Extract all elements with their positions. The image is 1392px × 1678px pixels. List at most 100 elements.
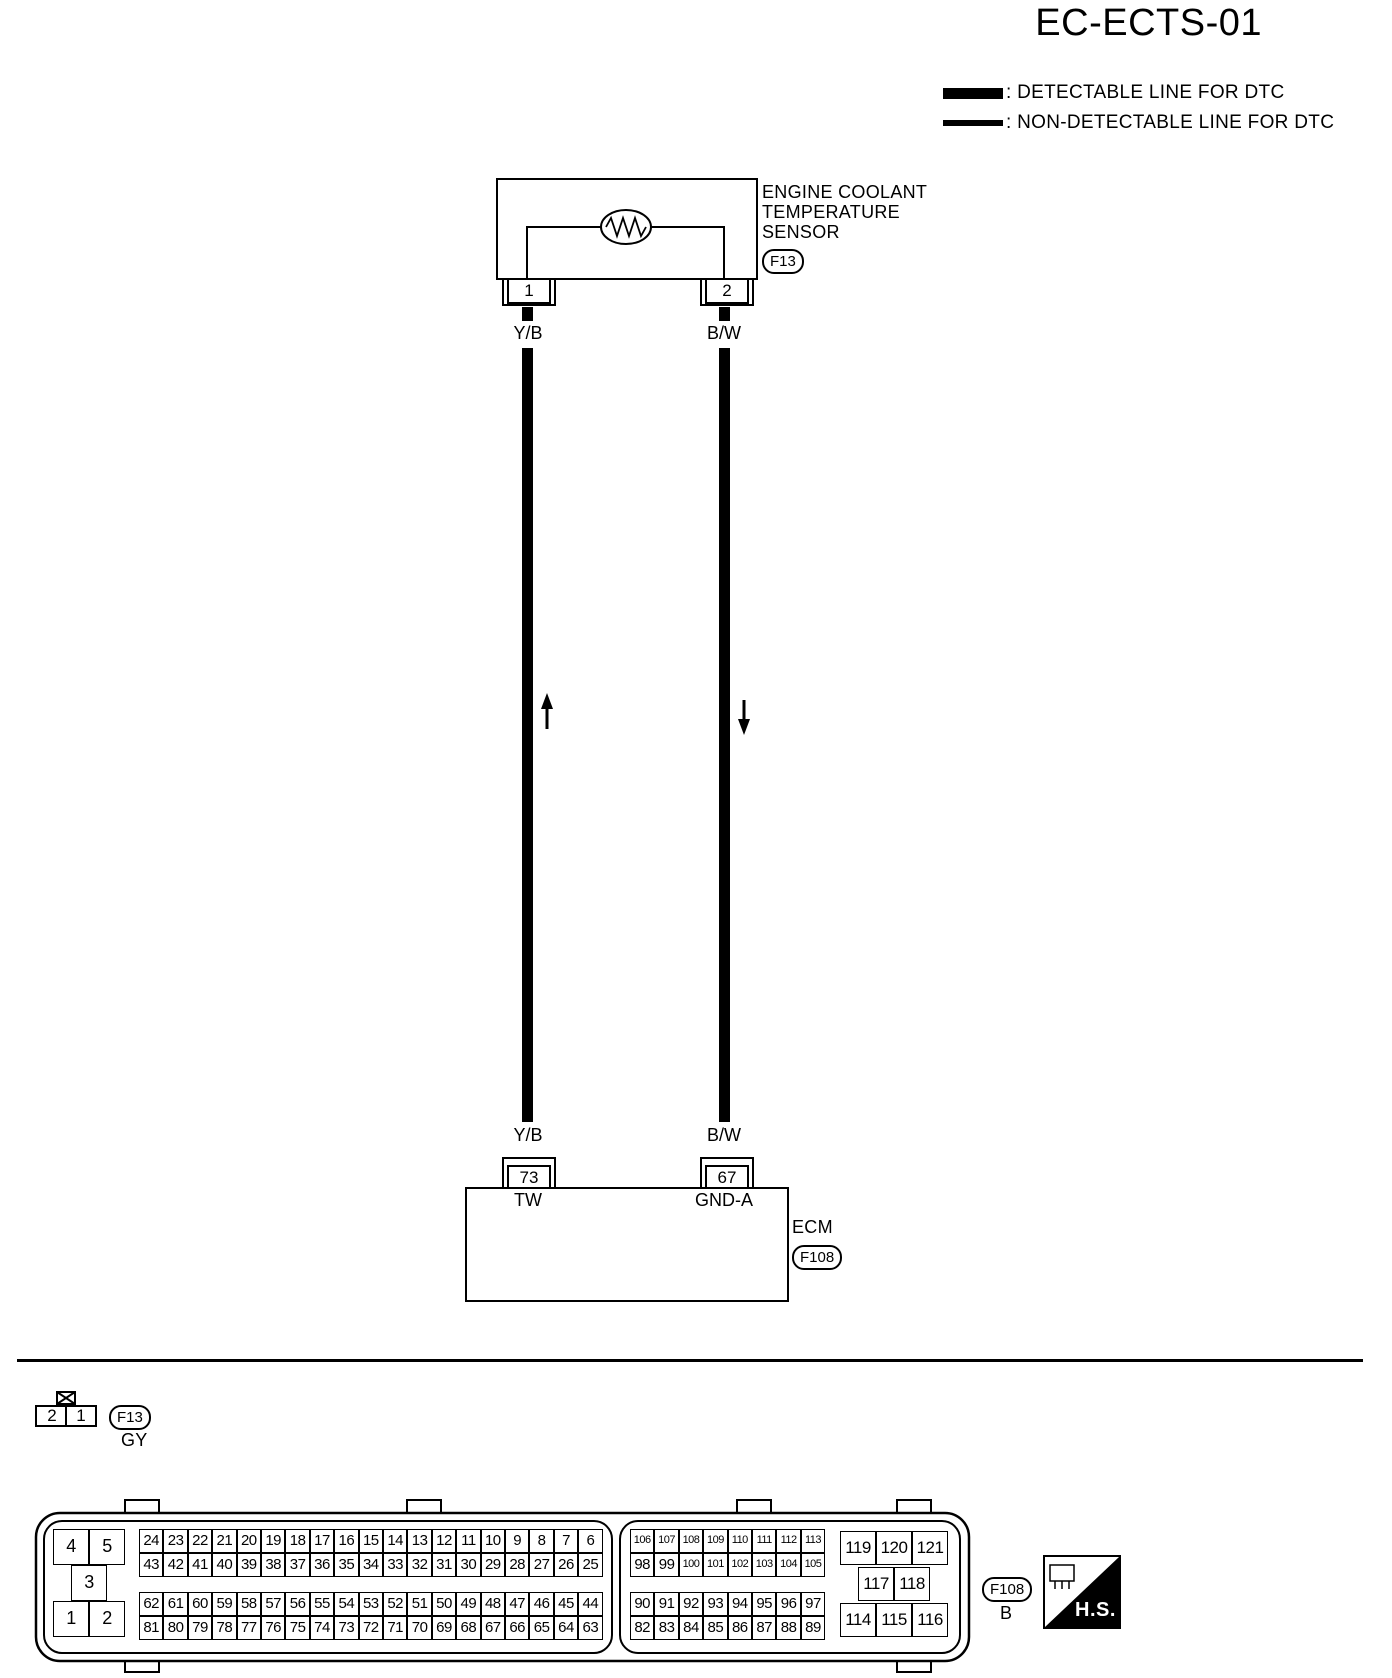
wire-bw-stub-top xyxy=(719,307,730,321)
f108-pin: 62 xyxy=(139,1592,164,1616)
f108-pin: 50 xyxy=(431,1592,457,1616)
sensor-name-line-2: TEMPERATURE xyxy=(762,202,900,222)
f108-pin: 38 xyxy=(261,1553,286,1577)
f13-face-pin-1: 1 xyxy=(76,1406,86,1425)
f13-face-tag: F13 xyxy=(109,1405,151,1430)
f108-pin: 5 xyxy=(89,1529,125,1565)
f108-pin: 19 xyxy=(261,1529,286,1553)
f108-pin: 84 xyxy=(678,1616,704,1640)
f108-pin: 71 xyxy=(383,1616,408,1640)
arrow-up-icon xyxy=(541,693,553,729)
f108-pin: 67 xyxy=(480,1616,505,1640)
legend-detectable-swatch xyxy=(943,88,1003,99)
f108-pin: 72 xyxy=(358,1616,383,1640)
f108-pin: 56 xyxy=(285,1592,310,1616)
f108-pin: 111 xyxy=(752,1529,777,1553)
f108-pin: 95 xyxy=(752,1592,777,1616)
f108-pin: 53 xyxy=(358,1592,383,1616)
f108-pin: 105 xyxy=(800,1553,826,1577)
f108-pin: 47 xyxy=(505,1592,530,1616)
sensor-pin-1-shroud xyxy=(502,278,556,306)
f108-pin: 100 xyxy=(678,1553,704,1577)
f108-pin: 83 xyxy=(654,1616,679,1640)
sensor-connector-tag: F13 xyxy=(762,249,804,274)
f108-pin: 80 xyxy=(163,1616,188,1640)
f108-pin: 10 xyxy=(480,1529,505,1553)
f108-pin: 81 xyxy=(139,1616,164,1640)
f108-pin: 74 xyxy=(309,1616,335,1640)
legend-non-detectable-label: : NON-DETECTABLE LINE FOR DTC xyxy=(1006,112,1335,133)
hs-badge: H.S. xyxy=(1043,1555,1121,1629)
f108-pin: 104 xyxy=(776,1553,801,1577)
f108-pin: 98 xyxy=(630,1553,655,1577)
sensor-pin-2-shroud xyxy=(700,278,754,306)
f108-pin: 85 xyxy=(703,1616,728,1640)
f108-pin: 87 xyxy=(752,1616,777,1640)
ecm-terminal-tw: TW xyxy=(514,1190,542,1210)
f108-pin: 117 xyxy=(858,1567,894,1601)
f108-pin: 41 xyxy=(187,1553,213,1577)
f108-pin: 22 xyxy=(187,1529,213,1553)
f108-pin: 30 xyxy=(456,1553,481,1577)
f108-pin: 31 xyxy=(431,1553,457,1577)
wire-yb-stub-top xyxy=(522,307,533,321)
f108-pin: 73 xyxy=(334,1616,359,1640)
f108-pin: 69 xyxy=(431,1616,457,1640)
f108-pin: 113 xyxy=(800,1529,826,1553)
ecm-name: ECM xyxy=(792,1217,833,1237)
f108-pin: 55 xyxy=(309,1592,335,1616)
f108-pin: 68 xyxy=(456,1616,481,1640)
f108-pin: 65 xyxy=(529,1616,554,1640)
sensor-block xyxy=(496,178,758,280)
f108-pin: 77 xyxy=(236,1616,261,1640)
ecm-block xyxy=(465,1187,789,1302)
hs-badge-label: H.S. xyxy=(1075,1599,1116,1621)
f108-pin: 12 xyxy=(431,1529,457,1553)
f108-pin: 39 xyxy=(236,1553,261,1577)
wire-bw-label-bottom: B/W xyxy=(707,1125,741,1145)
ecm-pin-67: 67 xyxy=(705,1165,749,1191)
sensor-pin-2: 2 xyxy=(705,278,749,304)
f13-face-color: GY xyxy=(121,1430,148,1450)
f108-pin: 11 xyxy=(456,1529,481,1553)
f108-pin: 8 xyxy=(529,1529,554,1553)
f108-pin: 88 xyxy=(776,1616,801,1640)
f108-pin: 76 xyxy=(261,1616,286,1640)
f108-pin: 110 xyxy=(727,1529,752,1553)
f13-face-pin-2: 2 xyxy=(47,1406,57,1425)
f108-pin: 78 xyxy=(212,1616,237,1640)
f108-pin: 23 xyxy=(163,1529,188,1553)
f108-pin: 107 xyxy=(654,1529,679,1553)
section-divider xyxy=(17,1359,1363,1362)
legend-non-detectable-swatch xyxy=(943,120,1003,126)
f108-pin: 115 xyxy=(876,1603,912,1637)
f108-face-color: B xyxy=(1000,1603,1013,1623)
f108-pin: 28 xyxy=(505,1553,530,1577)
f108-pin: 101 xyxy=(703,1553,728,1577)
f108-pin: 37 xyxy=(285,1553,310,1577)
f108-pin: 93 xyxy=(703,1592,728,1616)
f108-pin: 92 xyxy=(678,1592,704,1616)
ecm-pin-67-shroud xyxy=(700,1157,754,1189)
f108-pin: 43 xyxy=(139,1553,164,1577)
f108-pin: 35 xyxy=(334,1553,359,1577)
ecm-pin-73: 73 xyxy=(507,1165,551,1191)
f108-pin: 70 xyxy=(407,1616,432,1640)
wire-bw-label-top: B/W xyxy=(707,323,741,343)
f108-pin: 114 xyxy=(840,1603,876,1637)
f108-pin: 60 xyxy=(187,1592,213,1616)
f108-pin: 116 xyxy=(912,1603,948,1637)
f108-pin: 9 xyxy=(505,1529,530,1553)
f108-pin: 36 xyxy=(309,1553,335,1577)
f108-pin: 26 xyxy=(553,1553,579,1577)
f108-pin: 17 xyxy=(309,1529,335,1553)
f108-pin: 59 xyxy=(212,1592,237,1616)
f108-pin: 27 xyxy=(529,1553,554,1577)
wire-yb xyxy=(522,348,533,1122)
f108-face-tag: F108 xyxy=(982,1577,1033,1602)
f108-pin: 40 xyxy=(212,1553,237,1577)
f108-pin: 91 xyxy=(654,1592,679,1616)
f108-pin: 3 xyxy=(71,1565,107,1601)
f108-pin: 33 xyxy=(383,1553,408,1577)
f108-pin: 7 xyxy=(553,1529,579,1553)
